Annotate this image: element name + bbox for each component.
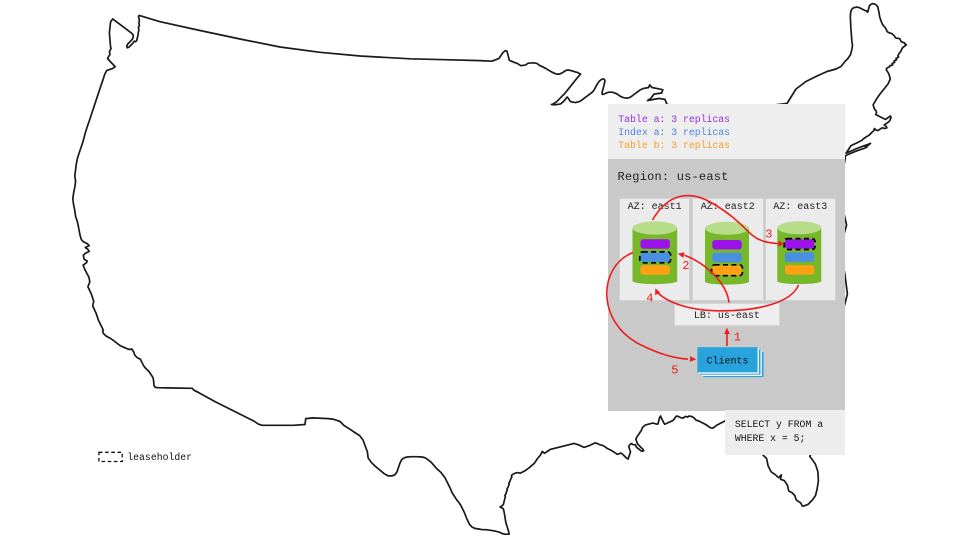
svg-text:5: 5 <box>671 364 678 378</box>
svg-text:3: 3 <box>765 228 772 242</box>
svg-text:1: 1 <box>734 330 741 344</box>
svg-text:2: 2 <box>682 259 689 273</box>
svg-text:Clients: Clients <box>706 355 748 367</box>
svg-text:4: 4 <box>646 291 653 305</box>
